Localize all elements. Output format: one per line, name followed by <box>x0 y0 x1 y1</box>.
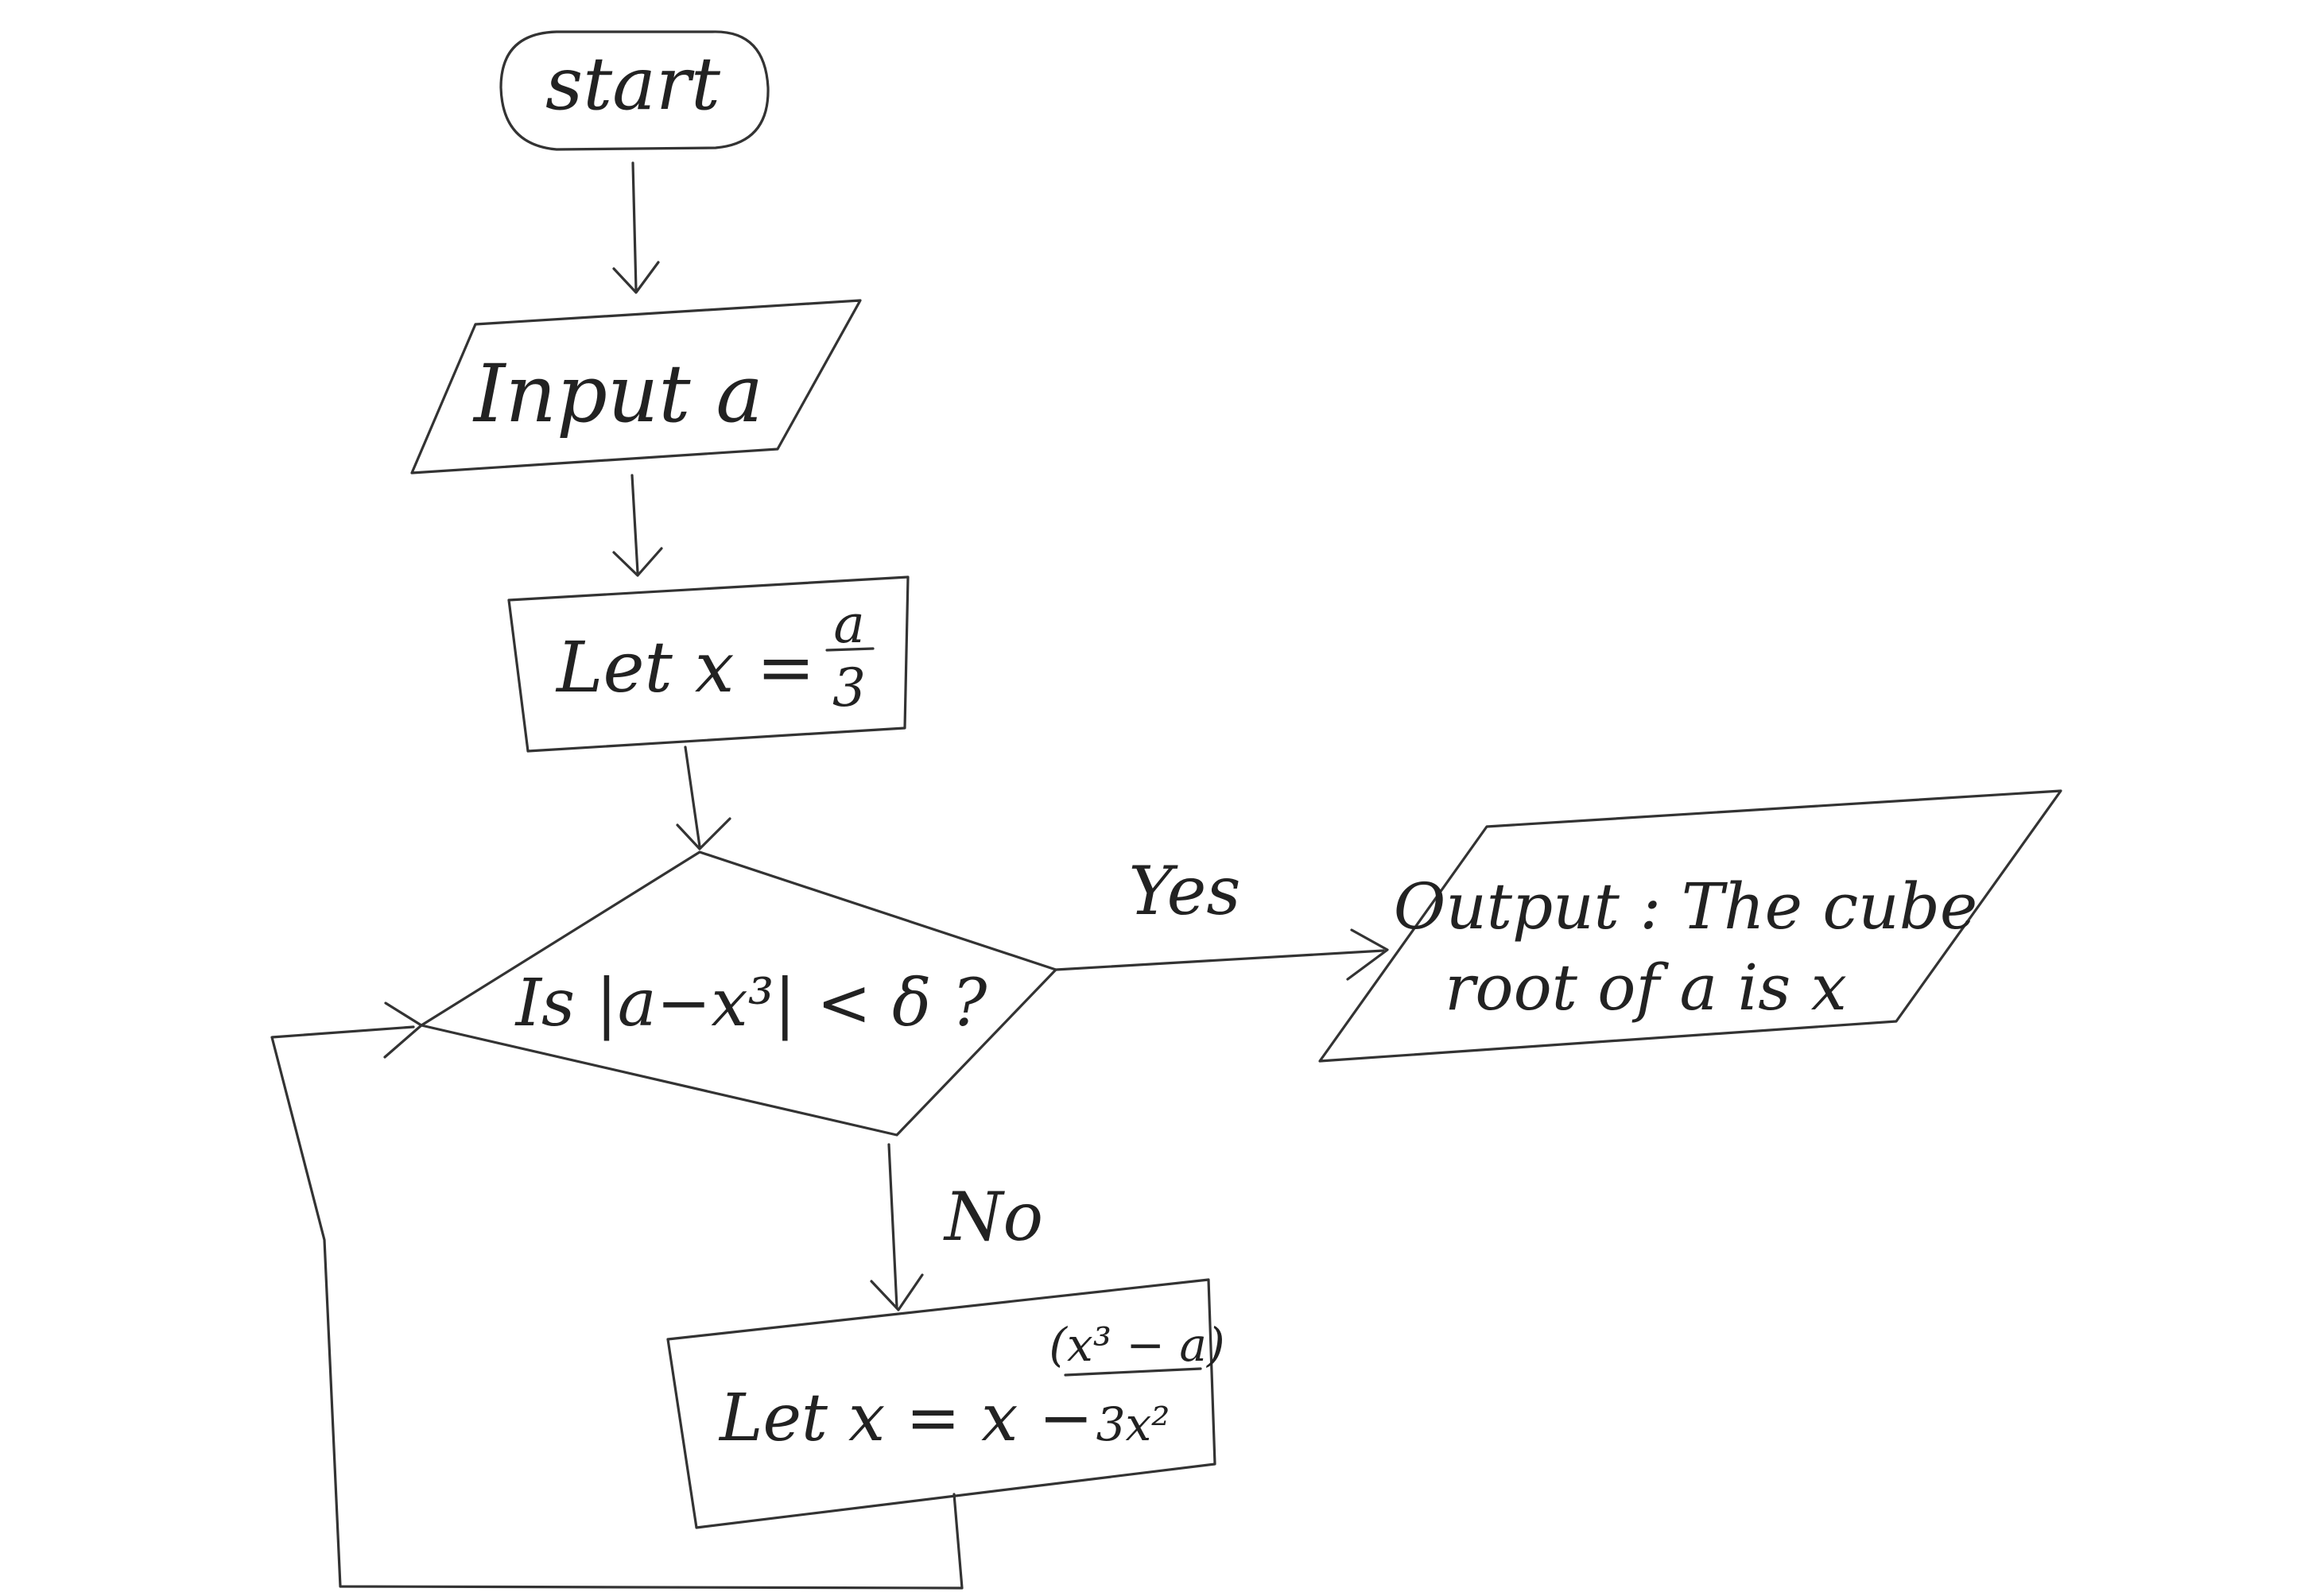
start-terminal-shape <box>499 30 770 151</box>
init-node[interactable]: Let x = a 3 <box>507 575 910 753</box>
no-branch-label: No <box>943 1178 1043 1256</box>
start-label: start <box>545 41 721 126</box>
decision-node[interactable]: Is |a−x³| < δ ? <box>420 850 1057 1137</box>
init-prefix: Let x = <box>555 626 815 708</box>
output-node[interactable]: Output : The cube root of a is x <box>1318 789 2062 1063</box>
arrow-init-to-decision <box>676 746 731 850</box>
init-fraction-bar <box>825 647 875 652</box>
arrow-loop-to-decision <box>270 1001 964 1590</box>
init-numerator: a <box>833 594 864 655</box>
input-label: Input a <box>472 347 763 440</box>
arrow-input-to-init <box>612 474 663 577</box>
arrow-yes-to-output <box>1054 928 1389 981</box>
init-process-shape <box>507 575 910 753</box>
arrow-start-to-input <box>612 161 660 294</box>
update-denominator: 3x² <box>1096 1397 1170 1451</box>
update-node[interactable]: Let x = x − (x³ − a) 3x² <box>666 1278 1225 1529</box>
update-prefix: Let x = x − <box>718 1381 1093 1456</box>
decision-diamond-shape <box>420 850 1057 1137</box>
input-node[interactable]: Input a <box>410 299 862 475</box>
input-parallelogram-shape <box>410 299 862 475</box>
init-denominator: 3 <box>832 657 866 719</box>
update-process-shape <box>666 1278 1216 1529</box>
yes-branch-label: Yes <box>1129 852 1241 930</box>
update-numerator: (x³ − a) <box>1049 1318 1224 1372</box>
update-fraction-bar <box>1064 1367 1202 1377</box>
output-line1: Output : The cube <box>1394 870 1978 943</box>
output-line2: root of a is x <box>1445 951 1847 1025</box>
start-node[interactable]: start <box>499 30 770 151</box>
arrow-no-to-update <box>870 1143 924 1311</box>
decision-label: Is |a−x³| < δ ? <box>514 966 988 1041</box>
output-parallelogram-shape <box>1318 789 2062 1063</box>
